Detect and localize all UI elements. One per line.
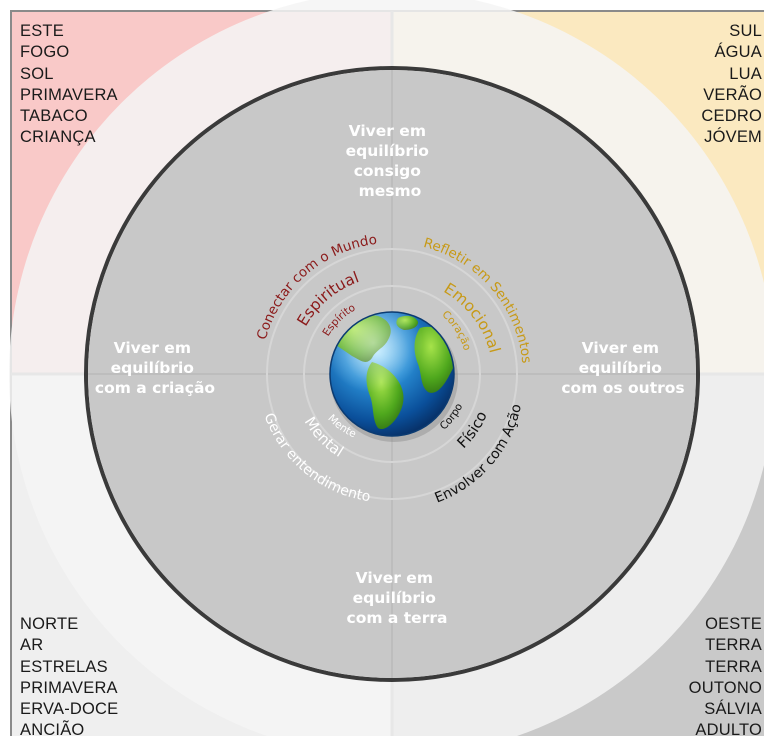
- nw-line: TABACO: [20, 107, 88, 126]
- guide-circle-inner: [303, 285, 481, 463]
- quadrant-sw-text: NORTE AR ESTRELAS PRIMAVERA ERVA-DOCE AN…: [20, 614, 118, 742]
- inner-disc-border: [84, 66, 700, 682]
- ne-line: SUL: [729, 22, 762, 40]
- se-line: SÁLVIA: [704, 700, 762, 719]
- sw-line: PRIMAVERA: [20, 678, 118, 697]
- guide-circle-outer: [266, 248, 518, 500]
- nw-line: PRIMAVERA: [20, 85, 118, 104]
- se-line: TERRA: [705, 657, 762, 676]
- ne-line: JÓVEM: [704, 128, 762, 147]
- nw-line: CRIANÇA: [20, 128, 96, 147]
- sw-line: ERVA-DOCE: [20, 700, 119, 719]
- earth-globe-icon: [329, 311, 458, 442]
- balance-top-label: Viver em equilíbrio consigo mesmo: [346, 122, 435, 200]
- se-line: TERRA: [705, 636, 762, 655]
- nw-line: ESTE: [20, 22, 64, 40]
- balance-left-label: Viver em equilíbrio com a criação: [95, 339, 215, 397]
- ne-line: ÁGUA: [714, 43, 762, 62]
- balance-right-label: Viver em equilíbrio com os outros: [561, 339, 684, 397]
- quadrant-ne-text: SUL ÁGUA LUA VERÃO CEDRO JÓVEM: [701, 21, 762, 149]
- se-line: ADULTO: [695, 721, 762, 740]
- se-line: OUTONO: [688, 678, 762, 697]
- se-line: OESTE: [705, 615, 762, 633]
- balance-bottom-label: Viver em equilíbrio com a terra: [347, 569, 448, 627]
- sw-line: NORTE: [20, 615, 79, 633]
- nw-line: FOGO: [20, 43, 70, 62]
- ne-line: CEDRO: [701, 107, 762, 126]
- nw-line: SOL: [20, 64, 54, 83]
- ne-line: VERÃO: [703, 85, 762, 104]
- quadrant-se-text: OESTE TERRA TERRA OUTONO SÁLVIA ADULTO: [689, 614, 762, 742]
- sw-line: ESTRELAS: [20, 657, 108, 676]
- ne-line: LUA: [729, 64, 762, 83]
- quadrant-nw-text: ESTE FOGO SOL PRIMAVERA TABACO CRIANÇA: [20, 21, 118, 149]
- sw-line: AR: [20, 636, 44, 655]
- sw-line: ANCIÃO: [20, 721, 85, 740]
